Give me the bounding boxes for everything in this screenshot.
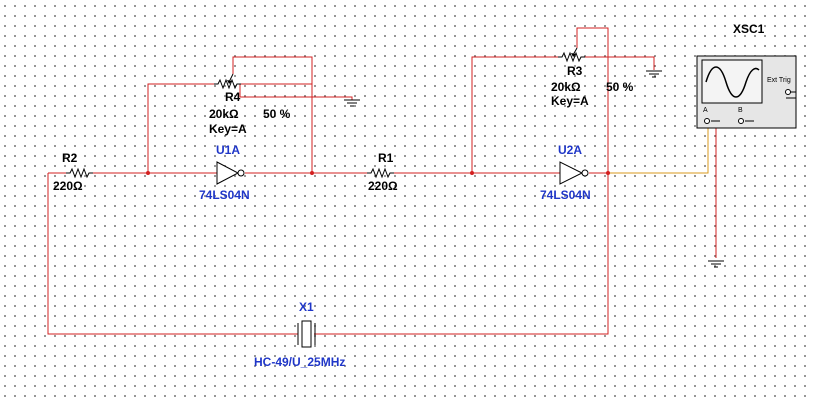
ground-scope[interactable] xyxy=(708,260,724,268)
u2a-part: 74LS04N xyxy=(540,188,591,202)
junction-dot xyxy=(470,171,474,175)
r4-key: Key=A xyxy=(209,122,247,136)
resistor-r3-zigzag xyxy=(558,51,585,63)
potentiometer-r3[interactable]: R3 20kΩ 50 % Key=A xyxy=(551,47,634,108)
resistor-r2[interactable]: R2 220Ω xyxy=(53,151,93,193)
u2a-bubble xyxy=(581,169,589,177)
r4-arrowhead xyxy=(227,80,232,84)
xsc1-channel-a-label: A xyxy=(703,107,708,114)
r4-percent: 50 % xyxy=(263,107,291,121)
wire-r4-ground[interactable] xyxy=(239,84,353,100)
wire-r4-wiper[interactable] xyxy=(232,56,313,84)
resistor-r2-zigzag xyxy=(66,167,93,179)
xsc1-channel-b-label: B xyxy=(738,107,743,114)
xsc1-screen xyxy=(701,59,763,104)
u2a-triangle xyxy=(559,161,584,185)
r4-value: 20kΩ xyxy=(209,107,239,121)
xsc1-channel-b-terminal[interactable] xyxy=(738,118,744,124)
wire-probe-a[interactable] xyxy=(608,122,709,174)
u1a-triangle xyxy=(216,161,240,185)
wire-r4-left[interactable] xyxy=(147,83,218,173)
resistor-r1-zigzag xyxy=(367,167,394,179)
xsc1-name: XSC1 xyxy=(733,22,765,36)
x1-part: HC-49/U_25MHz xyxy=(254,355,345,369)
u1a-bubble xyxy=(237,169,245,177)
r3-percent: 50 % xyxy=(606,80,634,94)
x1-name: X1 xyxy=(299,300,314,314)
u1a-part: 74LS04N xyxy=(199,188,250,202)
oscilloscope-xsc1[interactable]: XSC1 Ext Trig A B xyxy=(696,22,797,129)
junction-dot xyxy=(146,171,150,175)
resistor-r4-zigzag xyxy=(214,78,241,90)
r1-value: 220Ω xyxy=(368,179,398,193)
wire-r3-left[interactable] xyxy=(471,56,562,173)
r3-name: R3 xyxy=(567,64,583,78)
r3-arrowhead xyxy=(571,53,576,57)
potentiometer-r4[interactable]: R4 20kΩ 50 % Key=A xyxy=(209,73,291,136)
wire-r3-top[interactable] xyxy=(584,56,655,70)
xsc1-ext-trig-terminal[interactable] xyxy=(785,89,791,95)
crystal-x1[interactable]: X1 HC-49/U_25MHz xyxy=(254,300,345,369)
r4-name: R4 xyxy=(225,90,241,104)
r2-name: R2 xyxy=(62,151,78,165)
inverter-u2a[interactable]: U2A 74LS04N xyxy=(540,143,591,202)
resistor-r1[interactable]: R1 220Ω xyxy=(367,151,398,193)
wires xyxy=(47,27,717,335)
junctions xyxy=(146,171,610,175)
r2-value: 220Ω xyxy=(53,179,83,193)
xsc1-channel-a-terminal[interactable] xyxy=(704,118,710,124)
wire-loop-right[interactable] xyxy=(314,27,609,335)
x1-body xyxy=(301,320,312,348)
wire-loop-left[interactable] xyxy=(47,173,298,335)
xsc1-sine-trace xyxy=(705,66,760,98)
xsc1-ext-trig: Ext Trig xyxy=(767,77,791,84)
junction-dot xyxy=(310,171,314,175)
inverter-u1a[interactable]: U1A 74LS04N xyxy=(199,143,250,202)
r3-key: Key=A xyxy=(551,94,589,108)
junction-dot xyxy=(606,171,610,175)
u1a-name: U1A xyxy=(216,143,240,157)
r1-name: R1 xyxy=(378,151,394,165)
ground-r3[interactable] xyxy=(646,70,662,78)
ground-r4[interactable] xyxy=(344,99,360,107)
r3-value: 20kΩ xyxy=(551,80,581,94)
u2a-name: U2A xyxy=(558,143,582,157)
